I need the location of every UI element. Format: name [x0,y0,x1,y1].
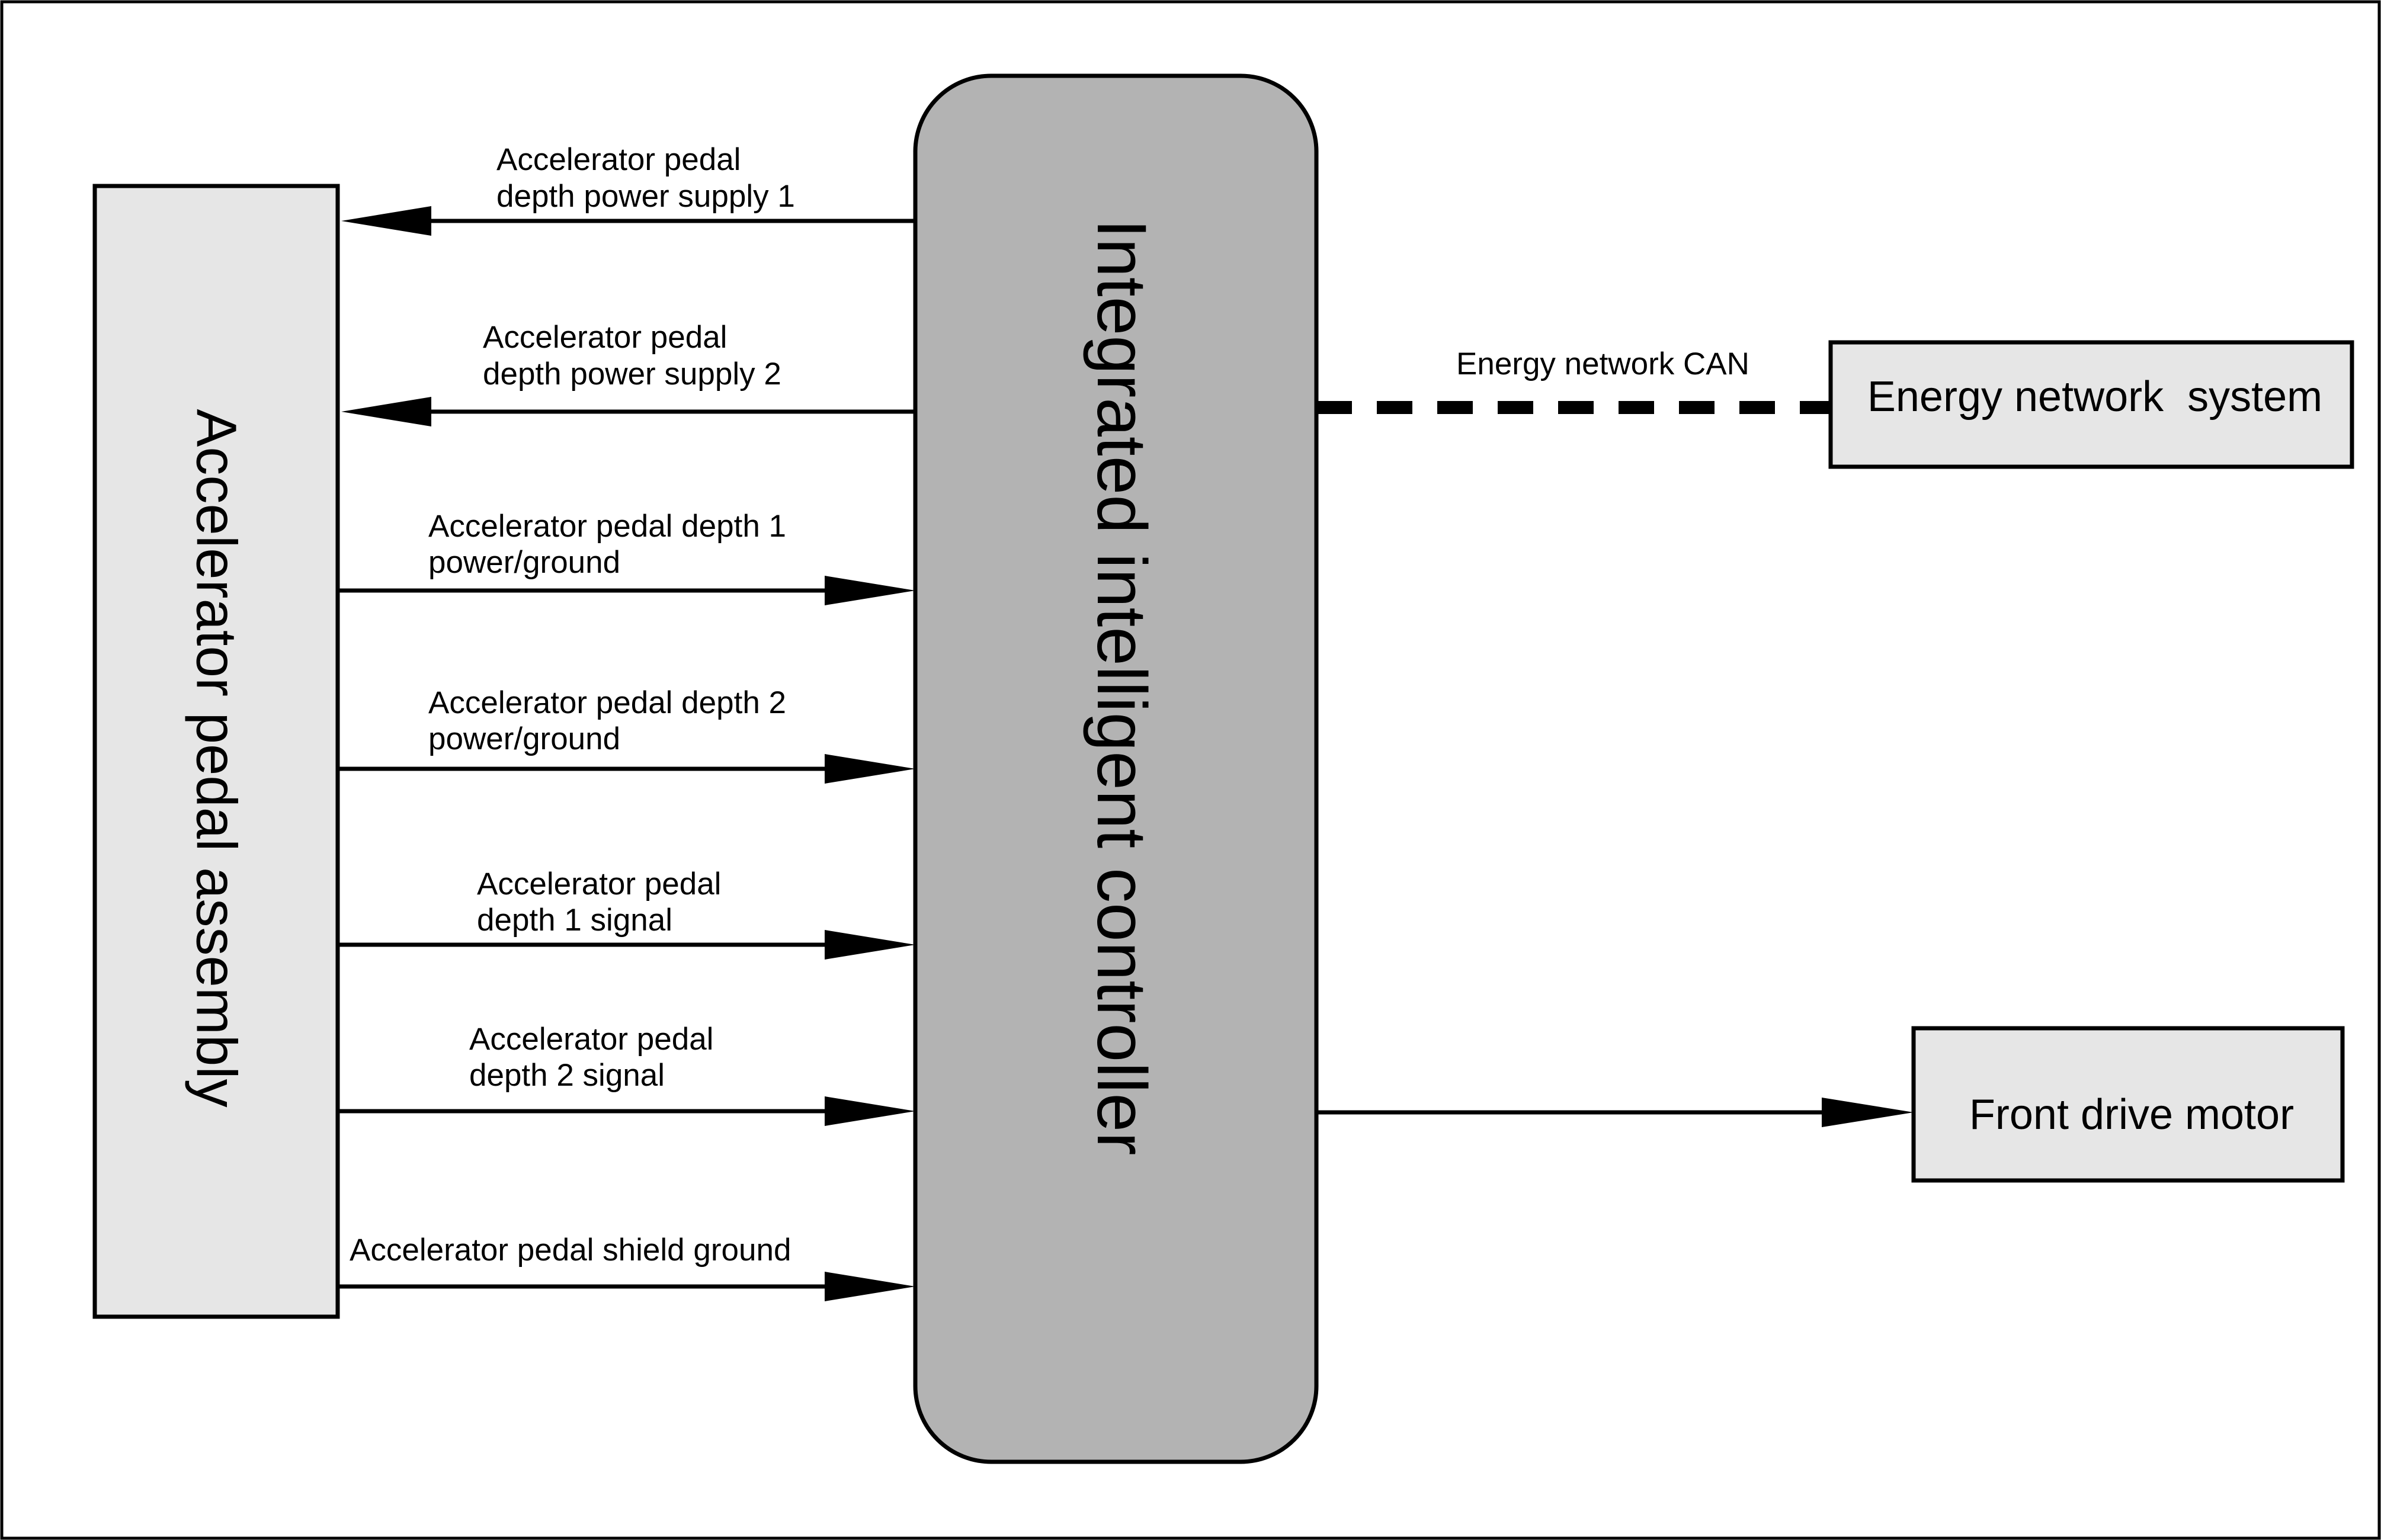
edge-depth-1-power-label-line1: Accelerator pedal depth 1 [428,509,786,544]
edge-depth-1-power-arrowhead [825,576,915,605]
edge-supply-2-label-line2: depth power supply 2 [483,357,781,392]
edge-supply-1-arrowhead [341,206,431,236]
edge-depth-1-power-label-line2: power/ground [428,545,620,580]
edge-depth-2-power-arrowhead [825,754,915,784]
edge-depth-1-signal: Accelerator pedal depth 1 signal [338,867,915,960]
edge-depth-1-signal-label-line2: depth 1 signal [477,903,672,938]
edge-depth-2-power-label-line2: power/ground [428,721,620,756]
front-motor-label: Front drive motor [1969,1091,2294,1138]
controller-label: Integrated intelligent controller [1082,219,1161,1156]
edge-depth-1-signal-arrowhead [825,930,915,960]
edge-motor-link [1316,1098,1914,1127]
edge-supply-1-label-line1: Accelerator pedal [496,142,741,177]
edge-depth-2-signal-arrowhead [825,1096,915,1126]
pedal-assembly-box [92,184,340,1319]
edge-energy-can: Energy network CAN [1316,346,1831,414]
edge-depth-2-signal: Accelerator pedal depth 2 signal [338,1022,915,1126]
edge-shield-ground: Accelerator pedal shield ground [338,1233,915,1301]
edge-shield-ground-arrowhead [825,1272,915,1301]
front-motor-box [1911,1026,2345,1183]
edge-depth-2-power-label-line1: Accelerator pedal depth 2 [428,685,786,720]
pedal-assembly-label: Accelerator pedal assembly [185,409,248,1107]
front-motor-node: Front drive motor [1911,1026,2345,1183]
edge-depth-1-signal-label-line1: Accelerator pedal [477,867,721,901]
edge-depth-2-power: Accelerator pedal depth 2 power/ground [338,685,915,784]
edge-supply-2-label-line1: Accelerator pedal [483,320,727,355]
energy-system-node: Energy network system [1828,340,2354,469]
energy-system-box [1828,340,2354,469]
energy-system-label: Energy network system [1867,373,2322,421]
edge-depth-2-signal-label-line1: Accelerator pedal [469,1022,713,1057]
controller-node: Integrated intelligent controller [913,73,1319,1464]
edge-shield-ground-label: Accelerator pedal shield ground [350,1233,791,1268]
pedal-assembly-node: Accelerator pedal assembly [92,184,340,1319]
edge-energy-can-label: Energy network CAN [1456,346,1749,381]
edge-supply-2: Accelerator pedal depth power supply 2 [341,320,915,426]
edge-supply-2-arrowhead [341,397,431,426]
edge-supply-1: Accelerator pedal depth power supply 1 [341,142,915,236]
edge-motor-link-arrowhead [1822,1098,1914,1127]
edge-supply-1-label-line2: depth power supply 1 [496,179,795,214]
edge-depth-1-power: Accelerator pedal depth 1 power/ground [338,509,915,605]
edge-depth-2-signal-label-line2: depth 2 signal [469,1058,665,1093]
